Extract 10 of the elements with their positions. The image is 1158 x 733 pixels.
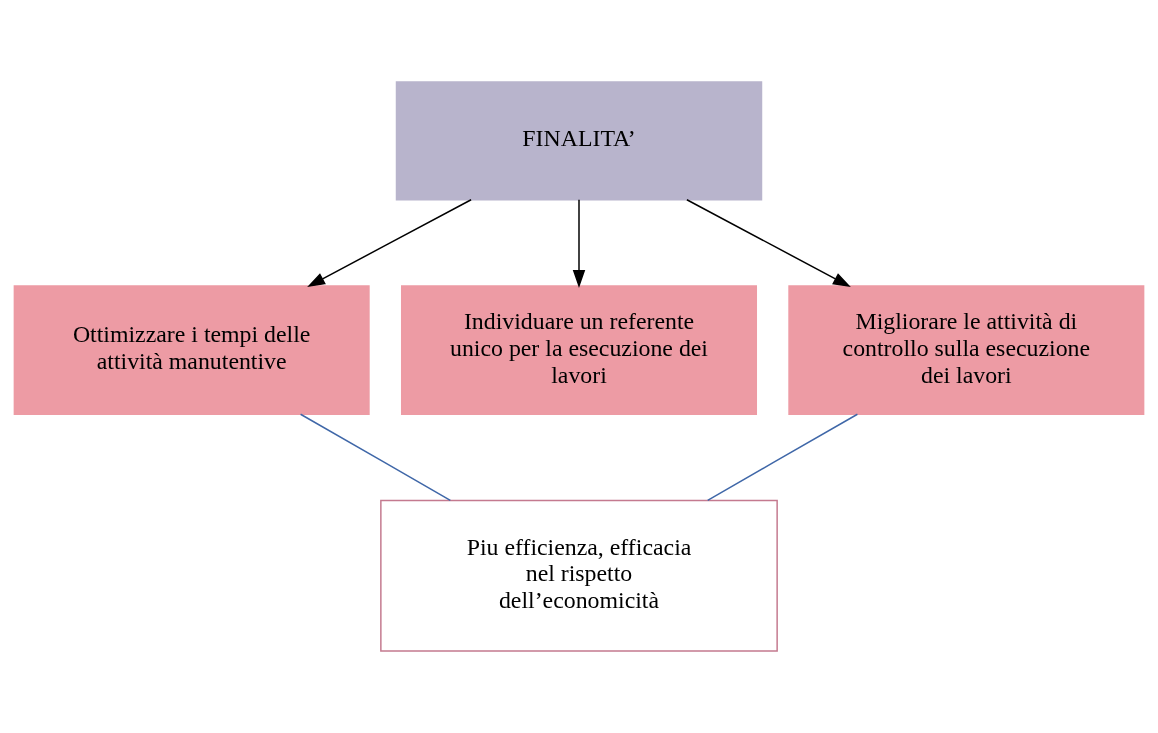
arrow [307, 199, 472, 288]
node-box: FINALITA’ [395, 81, 763, 201]
node-box: Migliorare le attività di controllo sulla esecuzione dei lavori [788, 285, 1145, 415]
connector [706, 413, 859, 502]
connector [299, 413, 452, 502]
node-box: Piu efficienza, efficacia nel rispetto dell’economicità [380, 499, 778, 652]
arrow [572, 199, 586, 288]
node-box: Ottimizzare i tempi delle attività manutentive [13, 285, 370, 415]
node-box: Individuare un referente unico per la esecuzione dei lavori [400, 285, 758, 415]
arrow [686, 199, 851, 288]
